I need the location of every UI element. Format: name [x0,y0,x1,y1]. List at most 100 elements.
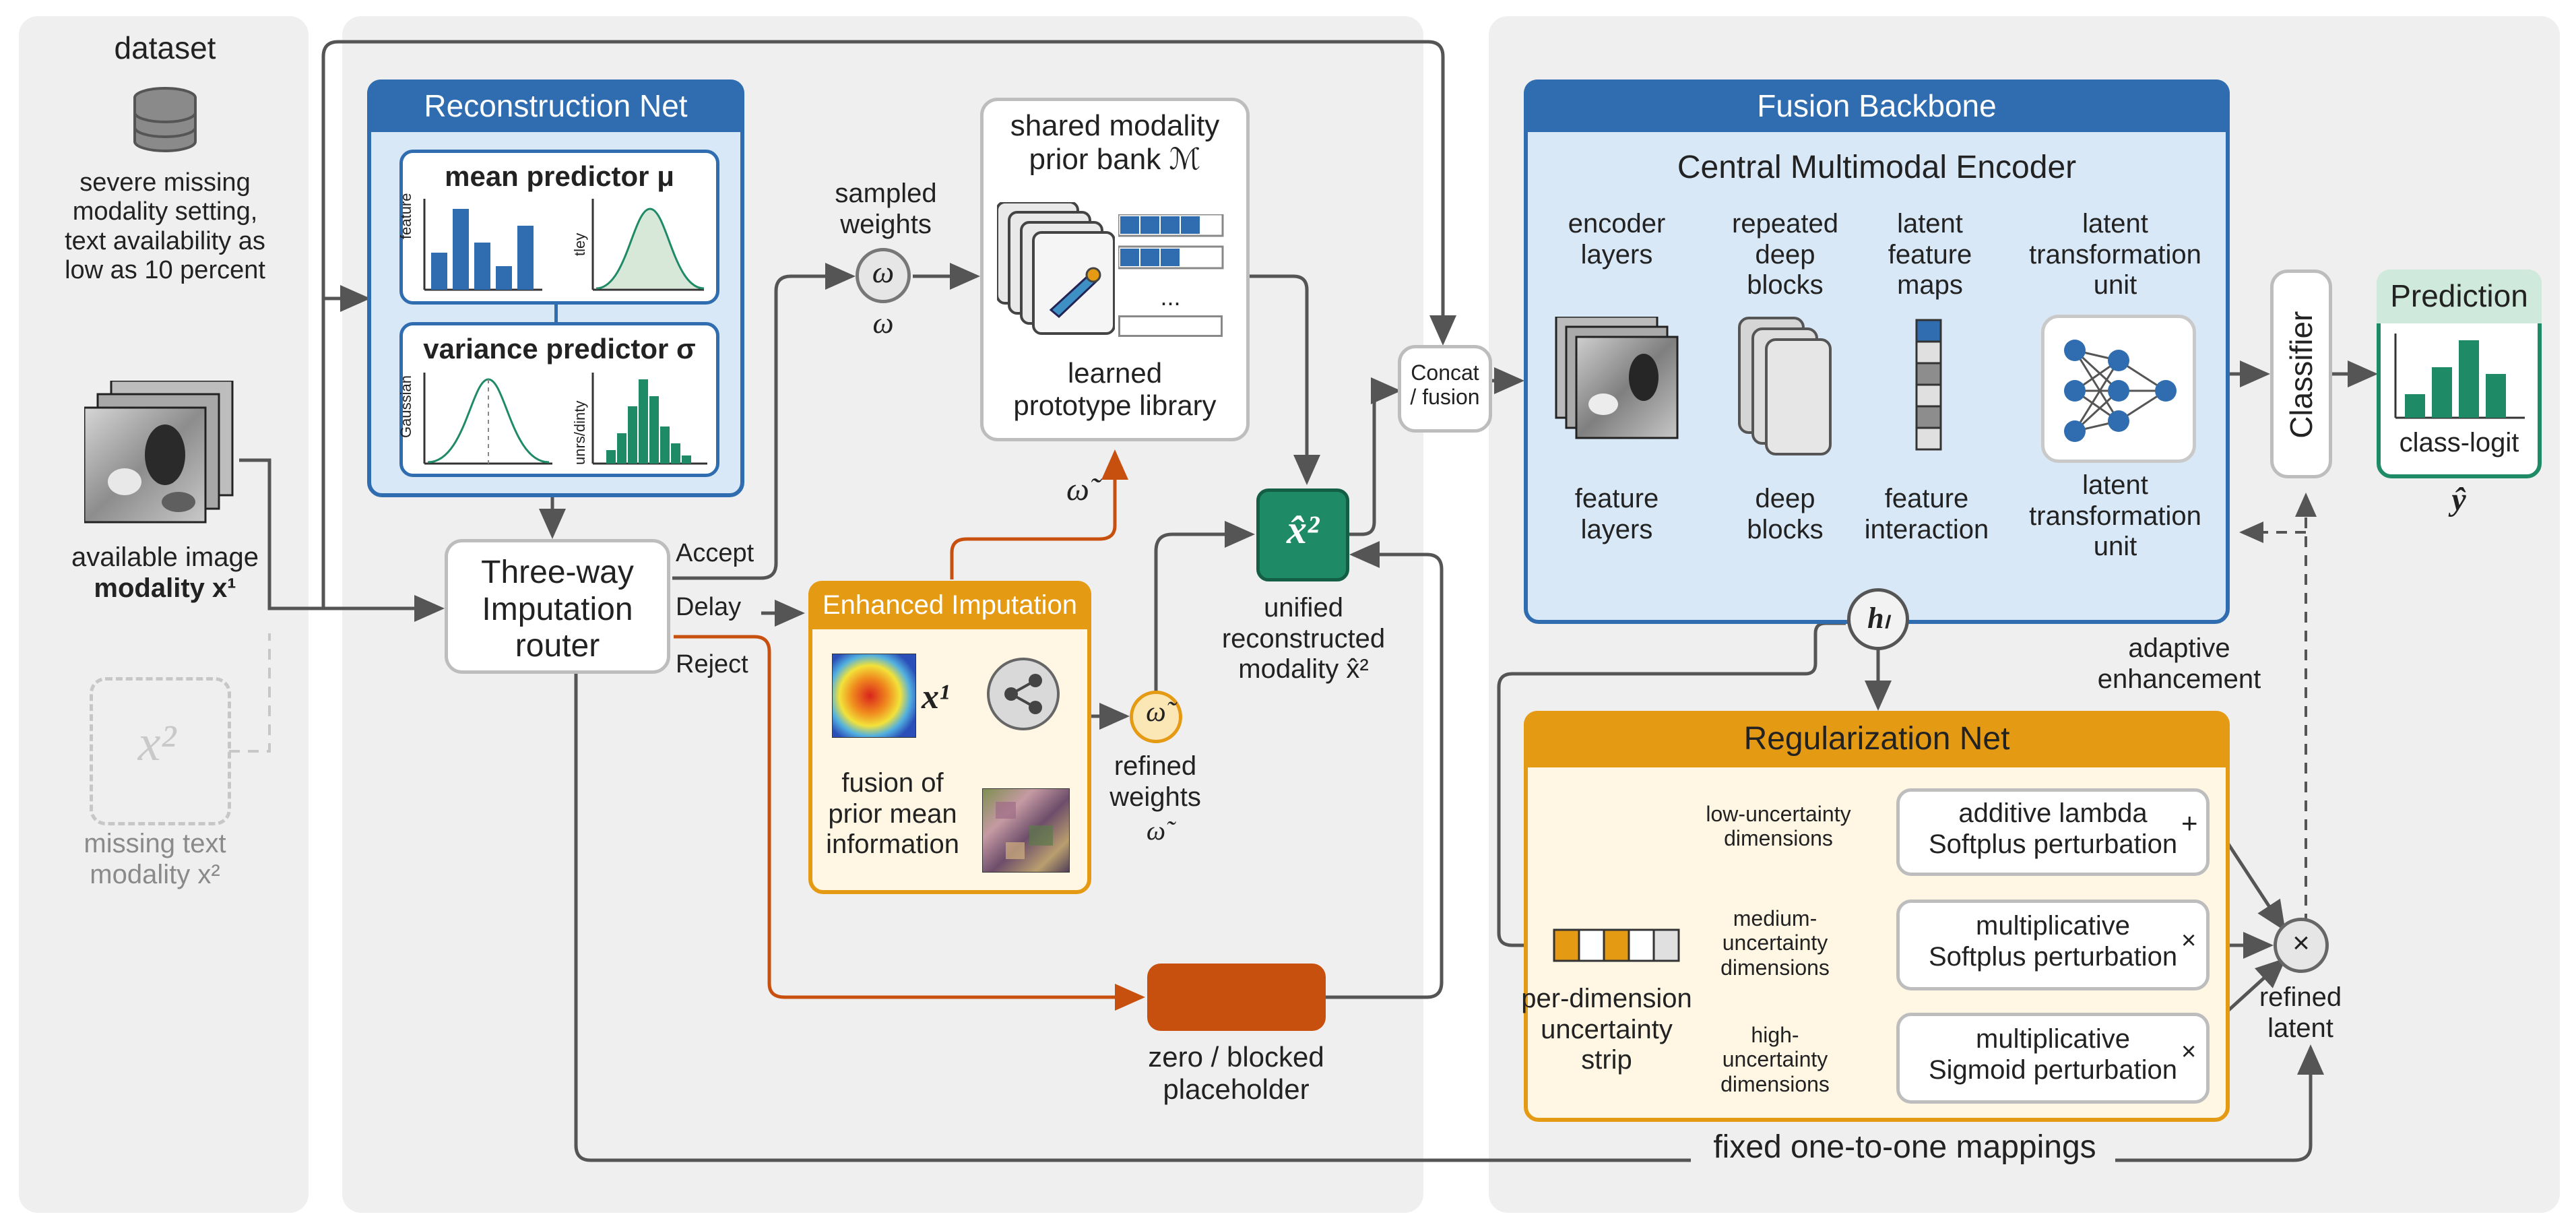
repeated-top-line-3: blocks [1747,270,1824,301]
ltu-top-line-1: latent [2082,209,2148,239]
pert3-sign: × [2181,1038,2197,1066]
placeholder-label: zero / blocked placeholder [1132,1041,1341,1106]
prediction-label: class-logit [2399,428,2519,457]
image-modality-label: available image modality x¹ [34,542,296,604]
mean-predictor-bar-chart [423,199,542,291]
deep-blocks-line-1: deep [1755,484,1815,513]
ltu-top-line-2: transformation [2029,239,2201,270]
feature-layers-label: feature layers [1543,484,1691,545]
encoder-layers-top: encoder layers [1543,209,1691,270]
missing-modality-box [90,677,231,825]
dataset-title: dataset [114,30,216,65]
feature-layers-line-2: layers [1580,514,1653,544]
heatmap-patch [832,654,916,738]
latent-feature-strip [1915,319,1942,451]
placeholder-line-2: placeholder [1163,1073,1310,1105]
fusion-backbone-title: Fusion Backbone [1524,80,2230,132]
hl-node [1847,588,1909,650]
mean-predictor-label: mean predictor μ [445,160,674,192]
medium-line-2: uncertainty [1722,930,1828,955]
classifier-label: Classifier [2283,311,2319,439]
latent-maps-top: latent feature maps [1866,209,1994,301]
zero-placeholder-block [1147,964,1326,1031]
refined-weights-label: refined weights [1088,751,1223,813]
image-label-line-2: modality x¹ [94,573,236,603]
refined-line-2: weights [1109,782,1201,812]
pert3-line-2: Sigmoid perturbation [1928,1054,2178,1085]
prior-caption-line-2: prototype library [1013,389,1217,421]
router-line-1: Three-way [481,555,634,590]
prediction-bar-chart [2394,334,2525,419]
strip-line-1: per-dimension [1521,984,1692,1013]
uncertainty-strip [1553,928,1680,962]
database-icon [133,87,197,152]
note-line-1: severe missing [79,168,251,197]
placeholder-line-1: zero / blocked [1148,1041,1324,1073]
enhanced-caption: fusion of prior mean information [812,768,973,860]
adaptive-label: adaptive enhancement [2085,633,2274,695]
prototype-empty-row [1118,315,1223,337]
fixed-mapping-label: fixed one-to-one mappings [1694,1129,2115,1166]
accept-label: Accept [676,539,754,567]
high-line-1: high- [1751,1023,1799,1047]
prediction-title: Prediction [2390,278,2528,313]
note-line-2: modality setting, [72,197,258,226]
ltu-bottom-line-3: unit [2093,532,2137,562]
three-way-router [445,539,670,674]
deep-blocks-stack [1738,317,1832,455]
variance-gaussian-curve [423,373,552,465]
axis-tley: tley [571,232,588,256]
deep-blocks-line-2: blocks [1747,514,1824,544]
enhanced-imputation-title: Enhanced Imputation [808,581,1091,629]
fused-texture-patch [982,788,1070,873]
adaptive-line-1: adaptive [2128,633,2230,663]
refined-line-1: refined [1114,751,1197,781]
sampled-weights-below: ω [872,307,894,340]
ltu-bottom-line-2: transformation [2029,501,2201,531]
ltu-top-line-3: unit [2093,270,2137,301]
axis-gaussian: Gaussian [397,375,414,438]
pert1-line-2: Softplus perturbation [1928,829,2178,859]
axis-uncertainty: unrs/dinty [571,400,588,465]
ltu-bottom-label: latent transformation unit [2014,470,2216,563]
image-modality-stack [84,381,234,524]
repeated-blocks-top: repeated deep blocks [1711,209,1859,301]
strip-line-2: uncertainty [1541,1014,1673,1044]
enhanced-caption-line-2: prior mean [828,798,957,829]
note-line-3: text availability as [65,226,265,255]
dataset-note: severe missing modality setting, text av… [34,168,296,285]
strip-label: per-dimension uncertainty strip [1519,984,1694,1076]
concat-label: Concat / fusion [1398,360,1492,410]
enhanced-caption-line-3: information [826,829,959,860]
ltu-bottom-line-1: latent [2082,470,2148,500]
refined-latent-label: refined latent [2236,982,2364,1044]
interaction-line-2: interaction [1864,514,1989,544]
multiplicative-sigmoid-box [1896,1013,2210,1104]
prior-caption-line-1: learned [1067,357,1163,389]
additive-softplus-box [1896,788,2210,876]
classifier [2270,270,2332,478]
prior-bank-line-2: prior bank ℳ [1029,143,1201,177]
regularization-net-title: Regularization Net [1524,711,2230,767]
note-line-4: low as 10 percent [65,255,265,284]
hl-symbol: hₗ [1867,602,1889,635]
missing-modality-symbol: x² [137,715,176,771]
refined-latent-line-1: refined [2259,982,2342,1012]
pert1-label: additive lambda Softplus perturbation [1896,798,2210,860]
prior-bank-line-1: shared modality [1010,109,1220,142]
maps-top-line-1: latent [1897,209,1963,239]
ltu-top: latent transformation unit [2014,209,2216,301]
low-line-2: dimensions [1724,826,1833,851]
medium-uncertainty-label: medium- uncertainty dimensions [1708,906,1842,980]
combine-node [2274,918,2329,973]
encoder-top-line-1: encoder [1568,209,1666,239]
high-line-3: dimensions [1720,1071,1830,1096]
high-uncertainty-label: high- uncertainty dimensions [1708,1023,1842,1096]
omega-tilde-label: ω̃ [1066,472,1089,507]
unified-line-1: unified [1264,593,1343,623]
pert3-line-1: multiplicative [1976,1024,2130,1054]
interaction-line-1: feature [1884,484,1969,513]
unified-line-2: reconstructed [1221,623,1386,654]
pert3-label: multiplicative Sigmoid perturbation [1896,1024,2210,1085]
image-label-line-1: available image [71,542,259,572]
